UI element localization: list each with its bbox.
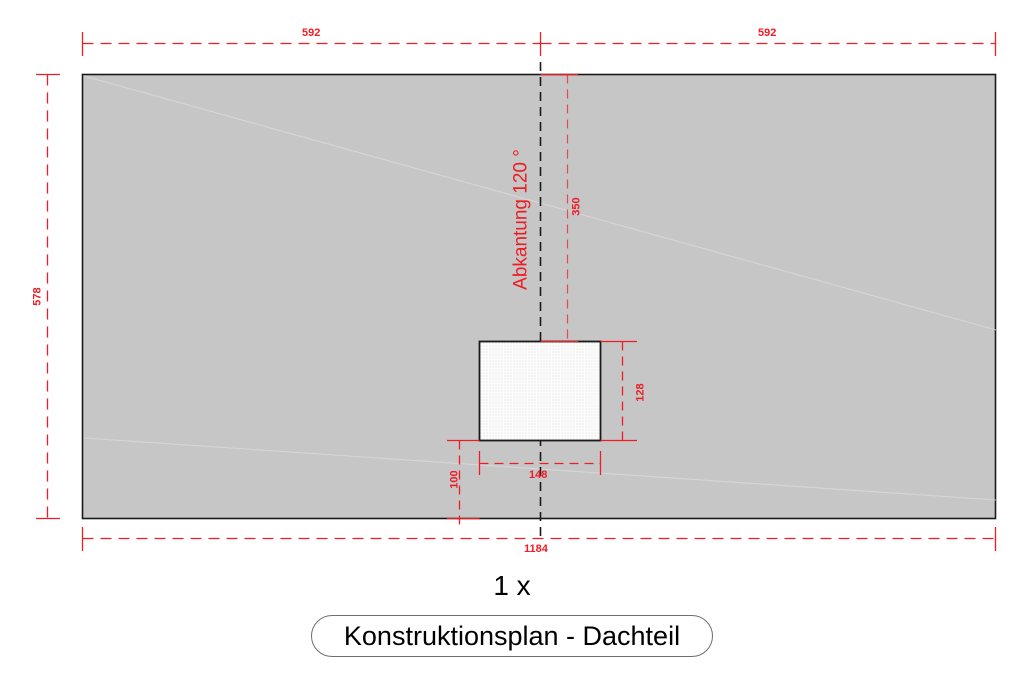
title-plate-text: Konstruktionsplan - Dachteil <box>343 620 681 651</box>
dim-label-bottom-total: 1184 <box>524 543 548 555</box>
dim-label-cutout-width: 148 <box>529 469 548 481</box>
dim-label-top-left: 592 <box>302 27 321 39</box>
roof-panel-body <box>81 73 997 520</box>
title-plate: Konstruktionsplan - Dachteil <box>311 615 713 657</box>
quantity-label: 1 x <box>493 570 531 601</box>
rectangular-cutout <box>478 340 602 442</box>
fold-note-label: Abkantung 120 ° <box>510 149 532 290</box>
dim-label-cutout-left: 100 <box>448 470 461 489</box>
dim-label-left-height: 578 <box>31 287 44 306</box>
dim-label-fold-offset: 350 <box>570 197 583 216</box>
dim-label-top-right: 592 <box>758 27 777 39</box>
dim-label-cutout-height: 128 <box>634 383 647 402</box>
dimension-lines <box>36 32 997 551</box>
